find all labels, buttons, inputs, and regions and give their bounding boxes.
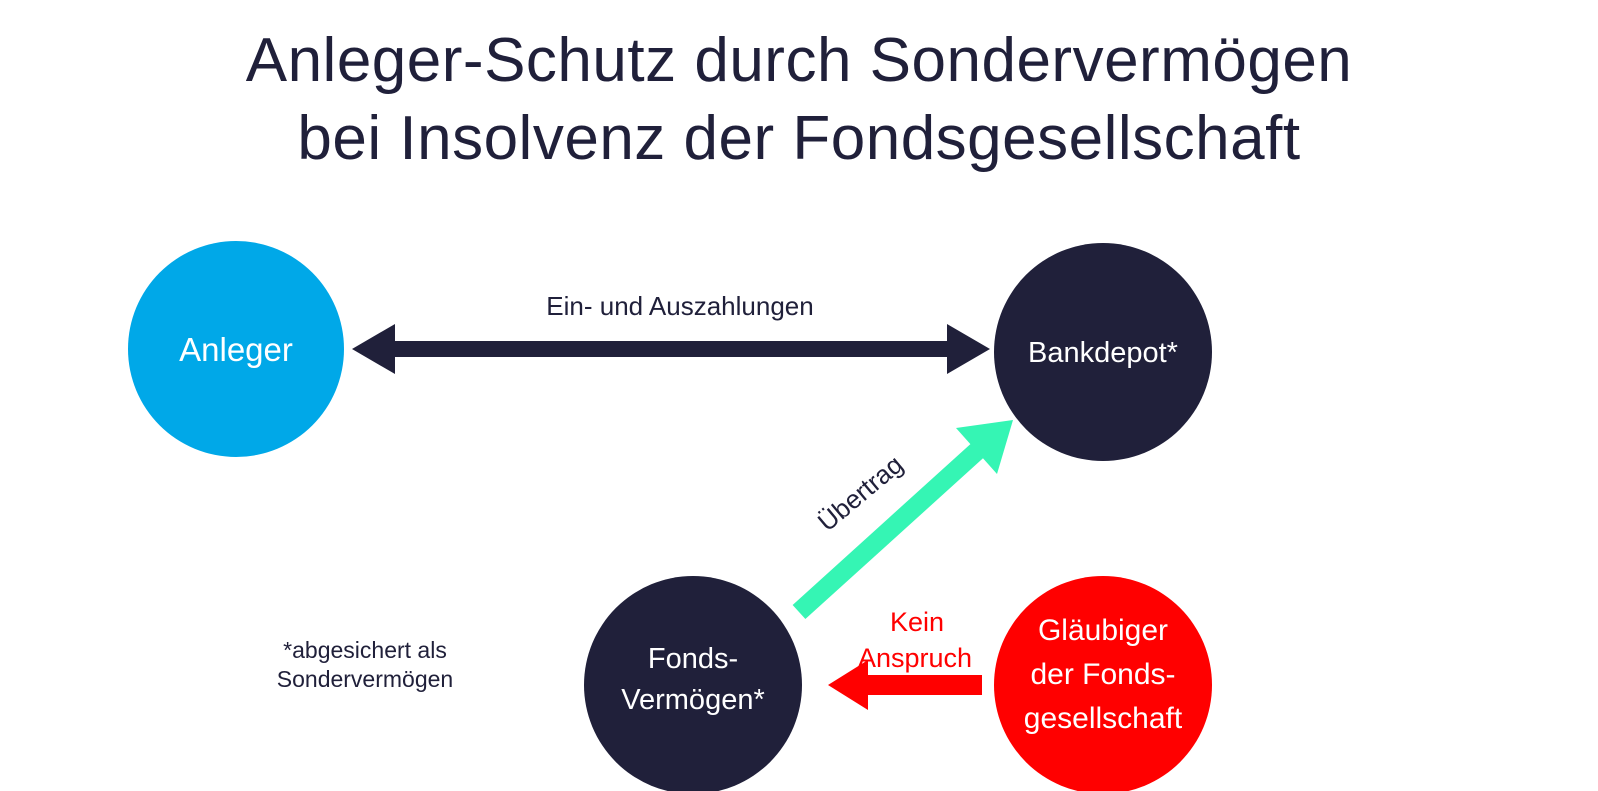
- node-fondsvermoegen: Fonds- Vermögen*: [584, 576, 802, 791]
- footnote-line-1: *abgesichert als: [283, 637, 447, 663]
- anleger-label: Anleger: [179, 331, 293, 368]
- title-line-2: bei Insolvenz der Fondsgesellschaft: [297, 104, 1301, 173]
- zahlungen-double-arrow: [352, 324, 990, 374]
- anleger-circle: [128, 241, 344, 457]
- glaeubiger-label-line-1: Gläubiger: [1038, 614, 1168, 647]
- uebertrag-arrow-head: [956, 420, 1013, 474]
- page-title: Anleger-Schutz durch Sondervermögen bei …: [0, 22, 1598, 178]
- bankdepot-label: Bankdepot*: [1028, 337, 1178, 369]
- uebertrag-arrow: [792, 420, 1013, 620]
- title-line-1: Anleger-Schutz durch Sondervermögen: [245, 26, 1353, 95]
- node-bankdepot: Bankdepot*: [994, 243, 1212, 461]
- fondsvermoegen-circle: [584, 576, 802, 791]
- uebertrag-arrow-shaft: [792, 442, 985, 620]
- fondsvermoegen-label-line-1: Fonds-: [648, 643, 738, 675]
- anspruch-arrow: [828, 660, 982, 710]
- node-glaeubiger: Gläubiger der Fonds- gesellschaft: [994, 576, 1212, 791]
- footnote: *abgesichert als Sondervermögen: [250, 636, 480, 694]
- anspruch-label-line-2: Anspruch: [858, 643, 972, 673]
- anspruch-label-line-1: Kein: [890, 607, 944, 637]
- fondsvermoegen-label-line-2: Vermögen*: [621, 684, 765, 716]
- glaeubiger-label-line-3: gesellschaft: [1024, 702, 1183, 735]
- footnote-line-2: Sondervermögen: [276, 666, 454, 692]
- glaeubiger-label-line-2: der Fonds-: [1030, 658, 1175, 691]
- bankdepot-circle: [994, 243, 1212, 461]
- node-anleger: Anleger: [128, 241, 344, 457]
- glaeubiger-circle: [994, 576, 1212, 791]
- anspruch-arrow-shape: [828, 660, 982, 710]
- zahlungen-arrow-shape: [352, 324, 990, 374]
- zahlungen-label: Ein- und Auszahlungen: [546, 291, 813, 321]
